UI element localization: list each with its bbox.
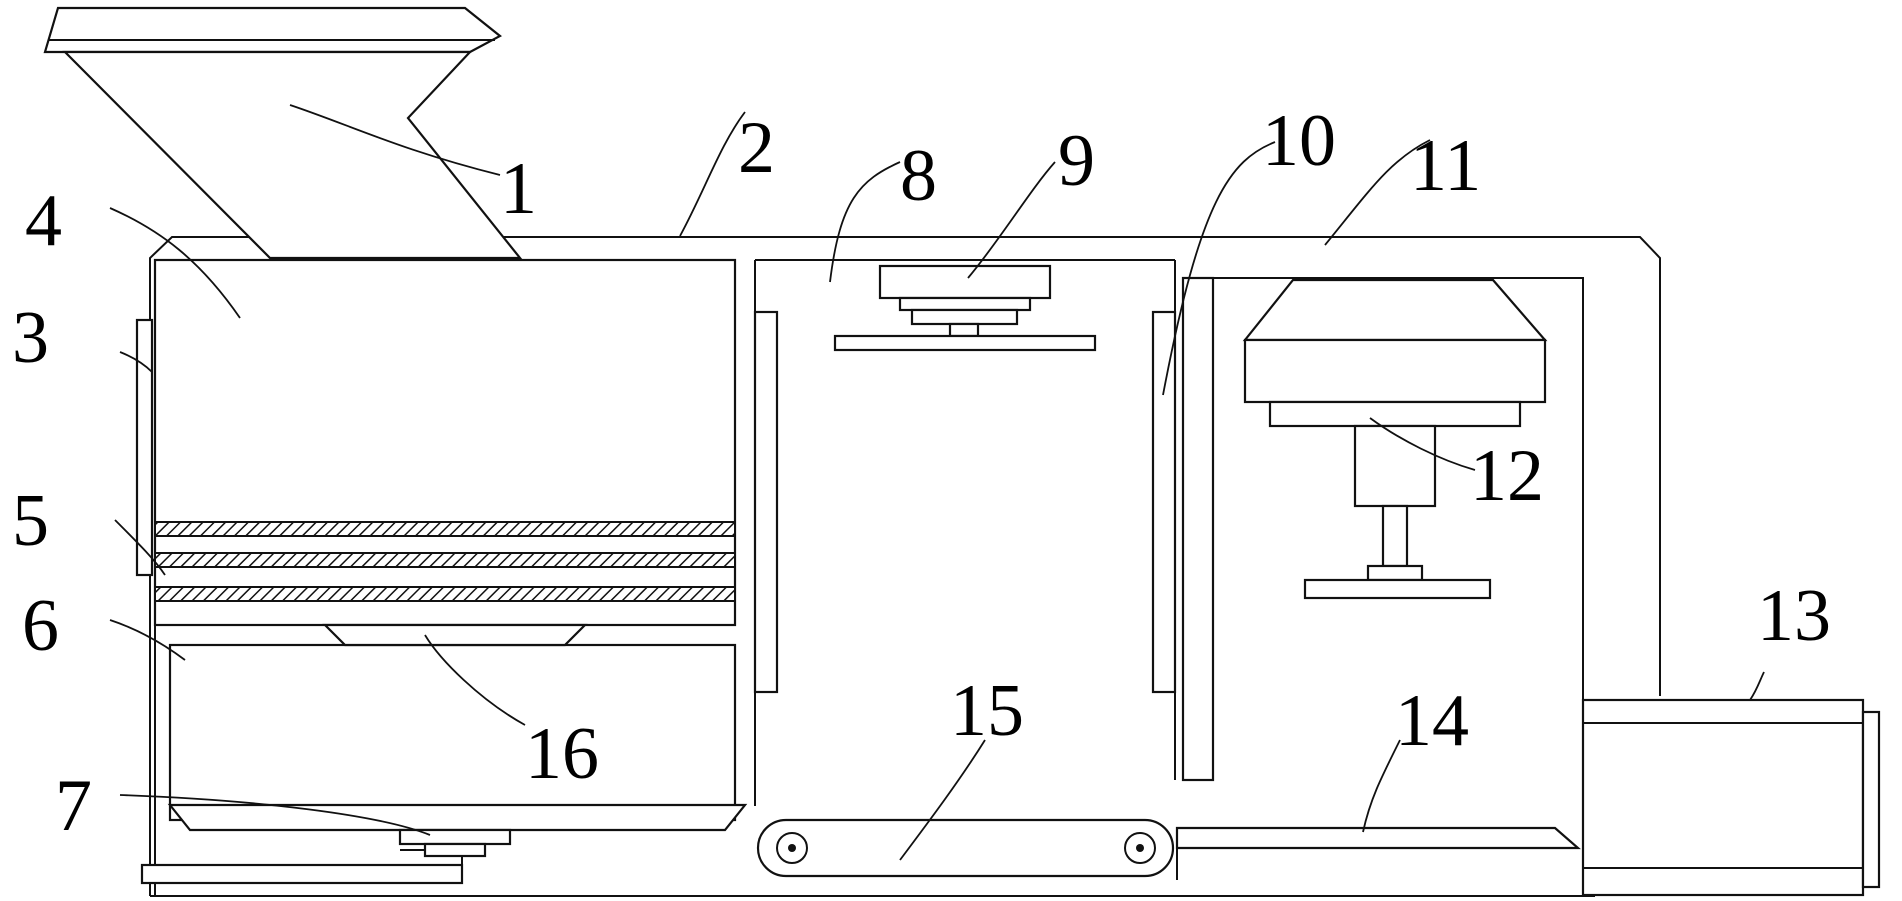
middle-chamber	[753, 259, 1176, 806]
label-2: 2	[738, 107, 775, 189]
collection-drawer	[1581, 698, 1881, 897]
label-12: 12	[1470, 435, 1544, 517]
label-9: 9	[1058, 120, 1095, 202]
label-3: 3	[12, 297, 49, 379]
cylinder-press	[1242, 278, 1548, 600]
label-8: 8	[900, 135, 937, 217]
conveyor-belt	[756, 818, 1175, 878]
crushing-chamber	[153, 258, 737, 627]
label-4: 4	[25, 180, 62, 262]
label-1: 1	[500, 148, 537, 230]
label-15: 15	[950, 670, 1024, 752]
leader-lines	[109, 104, 1765, 861]
label-13: 13	[1757, 575, 1831, 657]
right-wall	[1181, 276, 1215, 782]
collection-box	[168, 643, 737, 822]
feed-hopper	[43, 6, 523, 260]
screen-layers	[154, 521, 736, 602]
discharge-funnel	[322, 623, 588, 647]
divider-plate	[1151, 310, 1177, 694]
label-14: 14	[1395, 680, 1469, 762]
label-6: 6	[22, 585, 59, 667]
outlet-ramp	[1175, 826, 1581, 880]
base-plate	[140, 803, 748, 885]
label-7: 7	[55, 765, 92, 847]
label-16: 16	[525, 713, 599, 795]
label-11: 11	[1410, 125, 1481, 207]
right-chamber	[1213, 277, 1584, 845]
label-10: 10	[1262, 100, 1336, 182]
label-5: 5	[12, 480, 49, 562]
side-plate	[135, 318, 154, 577]
top-motor	[833, 264, 1097, 352]
